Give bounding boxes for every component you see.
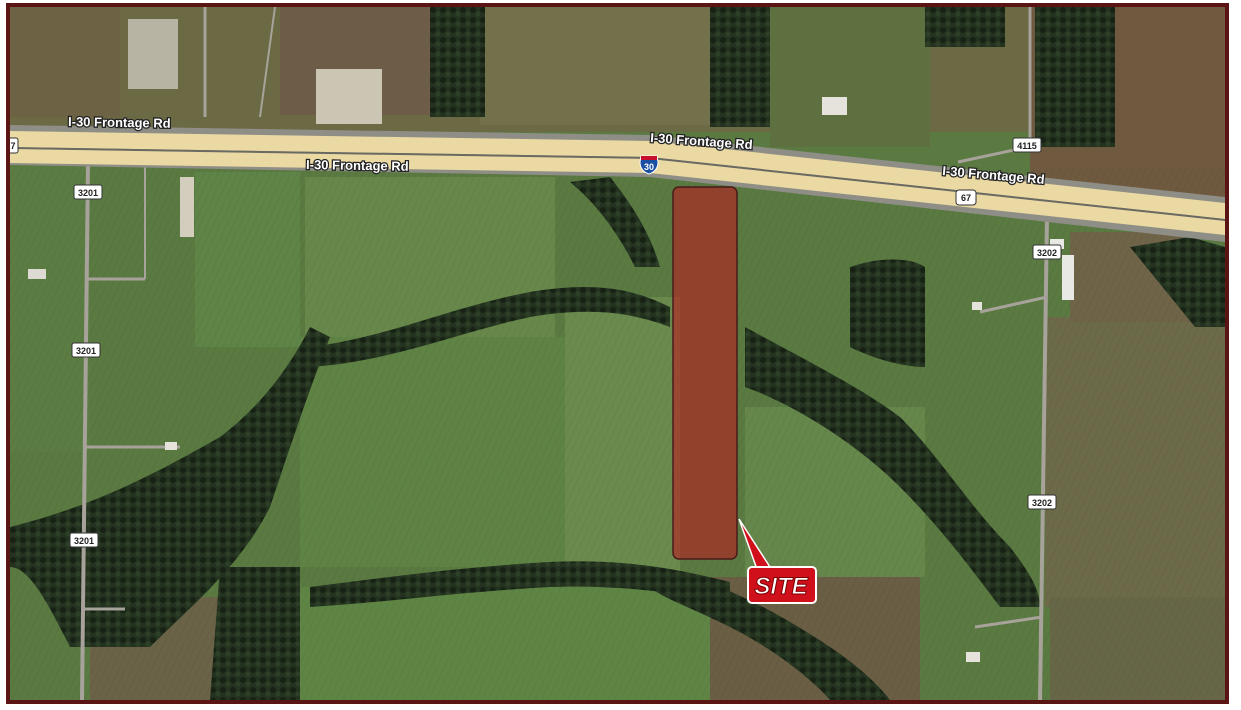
north-trees-1 (430, 7, 485, 117)
treeline-mid (650, 567, 890, 700)
us-highway-shield-number: 67 (961, 193, 971, 203)
north-field-4 (770, 7, 930, 147)
site-callout-box (747, 566, 817, 604)
creek-treeline-1 (10, 327, 330, 647)
creek-treeline-5 (570, 177, 660, 267)
highway-westbound (10, 149, 1225, 235)
road-shield-3201-top-number: 3201 (78, 188, 98, 198)
satellite-map[interactable]: I-30 Frontage Rd I-30 Frontage Rd I-30 F… (10, 7, 1225, 700)
field-overlay (10, 167, 1225, 700)
road-shield-3201-bottom-number: 3201 (74, 536, 94, 546)
building (822, 97, 847, 115)
treeline-sw (210, 567, 300, 700)
side-road-right (979, 295, 1048, 314)
interstate-shield-number: 30 (644, 162, 654, 172)
building (972, 302, 982, 310)
north-trees-4 (925, 7, 1005, 47)
parking-lot (316, 69, 382, 124)
building-lot (128, 19, 178, 89)
site-callout[interactable]: SITE (738, 518, 817, 604)
road-shield-3201-mid-icon: 3201 (71, 342, 101, 358)
north-field-3 (480, 7, 710, 125)
side-road-right-2 (974, 615, 1043, 629)
road-shield-3201-bottom-icon: 3201 (69, 532, 99, 548)
road-shield-3202-top-icon: 3202 (1032, 244, 1062, 260)
north-trees-2 (710, 7, 770, 127)
edge-shield-icon: 7 (10, 137, 19, 154)
road-shield-3201-mid-number: 3201 (76, 346, 96, 356)
building (1050, 239, 1064, 249)
building (28, 269, 46, 279)
road-label-frontage-3: I-30 Frontage Rd (306, 157, 409, 174)
highway-eastbound (10, 131, 1225, 219)
north-drive-2 (259, 7, 276, 118)
map-frame: I-30 Frontage Rd I-30 Frontage Rd I-30 F… (6, 3, 1229, 704)
creek-treeline-2 (310, 287, 670, 367)
creek-treeline-3 (745, 327, 1040, 607)
building (180, 177, 194, 237)
creek-treeline-4 (310, 561, 730, 607)
road-shield-3202-bottom-number: 3202 (1032, 498, 1052, 508)
us-highway-shield-icon: 67 (955, 189, 977, 206)
treeline-east-2 (1130, 237, 1225, 327)
north-trees-3 (1035, 7, 1115, 147)
building (165, 442, 177, 450)
road-shield-3202-top-number: 3202 (1037, 248, 1057, 258)
road-shield-4115-icon: 4115 (1012, 137, 1042, 153)
site-label: SITE (754, 573, 808, 600)
north-field-1 (10, 7, 120, 117)
edge-shield-number: 7 (10, 141, 15, 151)
building (1062, 255, 1074, 300)
road-shield-4115-number: 4115 (1017, 141, 1037, 151)
building (966, 652, 980, 662)
site-parcel-overlay[interactable] (672, 186, 738, 560)
treeline-east-1 (850, 259, 925, 367)
road-shield-3201-top-icon: 3201 (73, 184, 103, 200)
road-shield-3202-bottom-icon: 3202 (1027, 494, 1057, 510)
road-label-frontage-1: I-30 Frontage Rd (68, 114, 171, 131)
interstate-shield-icon: 30 (639, 155, 659, 175)
